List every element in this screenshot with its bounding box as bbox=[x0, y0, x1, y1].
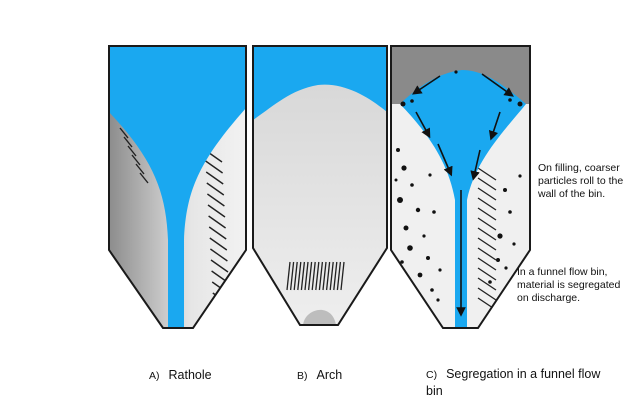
bin-a-rathole bbox=[108, 45, 247, 329]
arrow-down-icon bbox=[488, 111, 501, 141]
bin-b-outline bbox=[252, 45, 388, 326]
caption-b-text: Arch bbox=[316, 368, 343, 382]
bin-a-flowing-channel bbox=[109, 46, 246, 328]
arrow-down-icon bbox=[437, 143, 453, 177]
arrow-down-icon bbox=[415, 111, 431, 139]
bin-c-segregation bbox=[390, 45, 531, 329]
bin-b-outlet-cap bbox=[303, 309, 336, 325]
caption-b-letter: B) bbox=[297, 370, 308, 382]
caption-c: C)Segregation in a funnel flow bin bbox=[426, 366, 606, 399]
filling-annotation: On filling, coarser particles roll to th… bbox=[538, 162, 624, 200]
arrow-down-icon bbox=[412, 75, 441, 95]
hatch-pattern bbox=[477, 167, 497, 311]
caption-a-letter: A) bbox=[149, 370, 160, 382]
arrow-down-icon bbox=[470, 149, 481, 181]
bin-c-outline bbox=[390, 45, 531, 329]
flow-arrows bbox=[412, 73, 514, 317]
caption-c-text: Segregation in a funnel flow bin bbox=[426, 367, 601, 398]
arrow-down-icon bbox=[481, 73, 514, 97]
caption-a-text: Rathole bbox=[168, 368, 212, 382]
bin-b-arch-material bbox=[253, 84, 387, 325]
caption-b: B) Arch bbox=[297, 366, 342, 384]
bin-b-arch bbox=[252, 45, 388, 326]
caption-c-letter: C) bbox=[426, 369, 438, 381]
discharge-annotation: In a funnel flow bin, material is segreg… bbox=[517, 266, 621, 304]
caption-a: A) Rathole bbox=[149, 366, 212, 384]
hatch-pattern bbox=[286, 261, 345, 291]
bin-a-outline bbox=[108, 45, 247, 329]
